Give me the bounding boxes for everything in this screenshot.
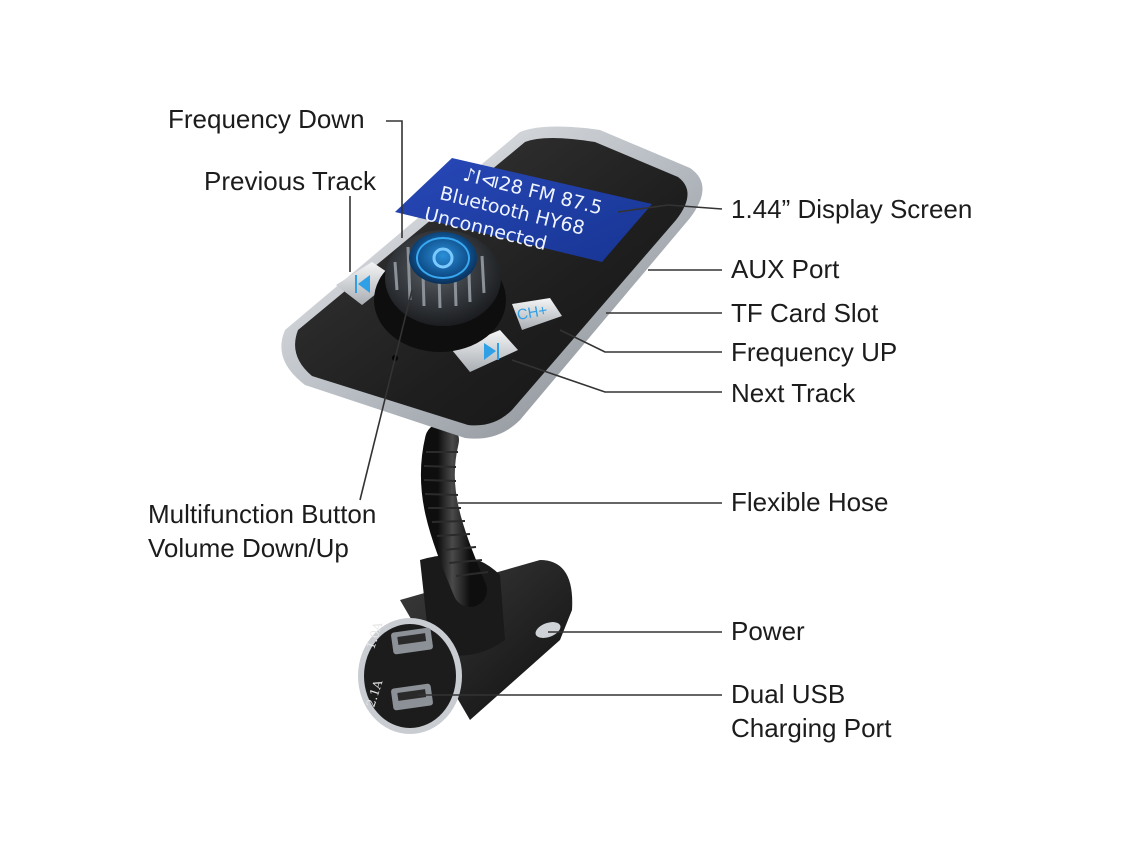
leader-lines — [349, 120, 723, 696]
label-dual-usb-line-2: Charging Port — [731, 713, 892, 743]
previous-track-button[interactable] — [336, 262, 396, 305]
leader-display-screen — [617, 204, 723, 213]
label-dual-usb: Dual USB Charging Port — [731, 677, 891, 745]
multifunction-knob[interactable] — [374, 230, 506, 352]
label-power: Power — [731, 616, 805, 646]
channel-button-label: CH+ — [516, 302, 549, 324]
label-frequency-down: Frequency Down — [168, 104, 365, 134]
label-frequency-up: Frequency UP — [731, 337, 898, 367]
leader-multifunction — [359, 289, 413, 501]
label-dual-usb-line-1: Dual USB — [731, 679, 846, 709]
previous-track-icon — [355, 275, 370, 293]
head-unit: ♪I⧏28 FM 87.5 Bluetooth HY68 Unconnected… — [281, 126, 703, 439]
label-display-screen: 1.44” Display Screen — [731, 194, 973, 224]
label-flexible-hose: Flexible Hose — [731, 487, 889, 517]
power-contact — [535, 622, 561, 638]
leader-frequency-down — [386, 120, 403, 238]
leader-next-track — [511, 359, 722, 393]
frequency-up-button[interactable]: CH+ — [512, 298, 562, 330]
label-multifunction-line-2: Volume Down/Up — [148, 533, 349, 563]
leader-frequency-up — [559, 329, 722, 353]
label-previous-track: Previous Track — [204, 166, 376, 196]
label-multifunction-line-1: Multifunction Button — [148, 499, 377, 529]
next-track-button[interactable] — [452, 330, 518, 372]
display-screen: ♪I⧏28 FM 87.5 Bluetooth HY68 Unconnected — [395, 158, 652, 262]
phone-icon — [432, 247, 454, 269]
label-next-track: Next Track — [731, 378, 856, 408]
next-track-icon — [484, 343, 499, 360]
label-tf-card-slot: TF Card Slot — [731, 298, 879, 328]
label-multifunction-button: Multifunction Button Volume Down/Up — [148, 497, 376, 565]
flexible-hose — [420, 423, 489, 607]
label-aux-port: AUX Port — [731, 254, 840, 284]
usb-face: 1.0A 2.1A — [358, 618, 462, 734]
